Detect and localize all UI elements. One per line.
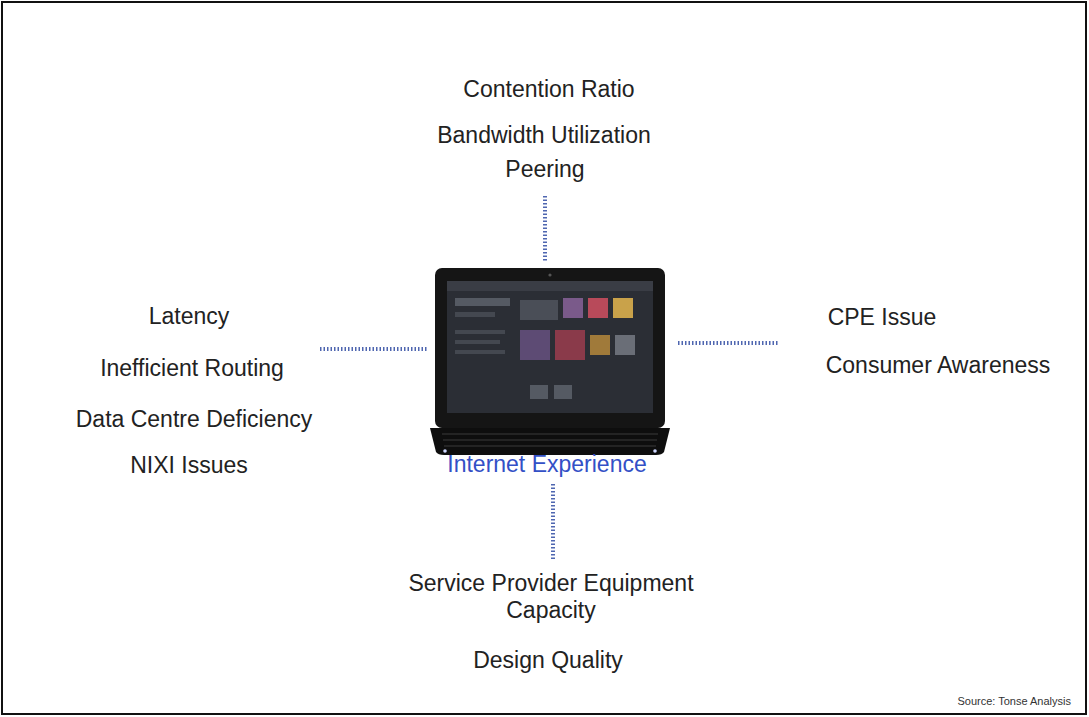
status-light: [443, 449, 447, 453]
leader-line: [543, 196, 547, 262]
screen-item: [455, 350, 505, 354]
screen-tile: [555, 330, 585, 360]
keyboard-row: [444, 446, 656, 447]
source-note: Source: Tonse Analysis: [957, 695, 1071, 708]
laptop-bezel: [435, 268, 665, 428]
keyboard-row: [443, 440, 657, 441]
screen-tile: [590, 335, 610, 355]
keyboard-row: [442, 434, 658, 435]
factor-label: Inefficient Routing: [100, 355, 284, 383]
screen-tile: [520, 330, 550, 360]
leader-line: [551, 484, 555, 560]
screen-tile: [615, 335, 635, 355]
screen-item: [455, 298, 510, 306]
center-label: Internet Experience: [447, 451, 646, 479]
factor-label: Consumer Awareness: [826, 352, 1051, 380]
factor-label: CPE Issue: [828, 304, 937, 332]
screen-button: [554, 385, 572, 399]
screen-button: [530, 385, 548, 399]
screen-tile: [563, 298, 583, 318]
screen-item: [455, 312, 495, 317]
factor-label: Design Quality: [473, 647, 623, 675]
laptop-camera: [548, 273, 551, 276]
screen-item: [455, 330, 505, 334]
factor-label: Peering: [505, 156, 584, 184]
factor-label: NIXI Issues: [130, 452, 248, 480]
laptop-illustration: [430, 268, 670, 455]
factor-label: Contention Ratio: [463, 76, 634, 104]
factor-label: Latency: [149, 303, 230, 331]
laptop-screen: [447, 281, 653, 413]
screen-item: [520, 300, 558, 320]
screen-bar: [447, 281, 653, 291]
screen-tile: [588, 298, 608, 318]
leader-line: [320, 347, 428, 351]
factor-label: Bandwidth Utilization: [437, 122, 651, 150]
leader-line: [678, 341, 778, 345]
status-light: [653, 449, 657, 453]
screen-item: [455, 340, 500, 344]
factor-label: Service Provider Equipment Capacity: [391, 570, 711, 624]
factor-label: Data Centre Deficiency: [76, 406, 313, 434]
laptop-base: [430, 428, 670, 455]
screen-tile: [613, 298, 633, 318]
